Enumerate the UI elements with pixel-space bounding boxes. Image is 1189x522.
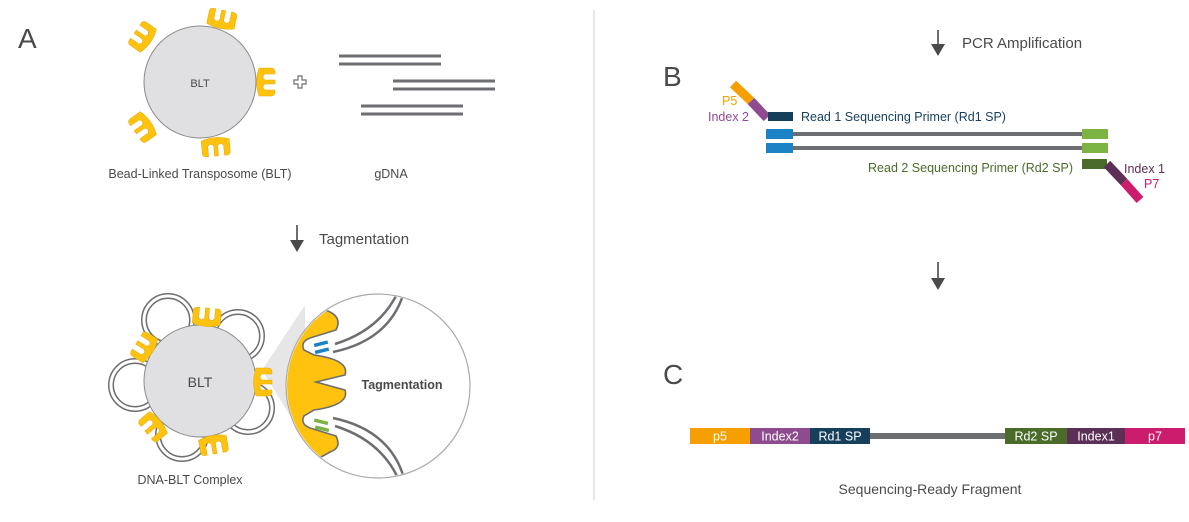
pcr-arrow-icon xyxy=(931,30,945,56)
p5-label: P5 xyxy=(722,94,737,108)
sequencing-ready-fragment: p5 Index2 Rd1 SP Rd2 SP Index1 p7 xyxy=(690,428,1185,444)
p5-segment xyxy=(729,80,755,105)
fragment-segment-insert xyxy=(870,433,1005,439)
fragment-segment-p5 xyxy=(690,428,750,444)
fragment-label-rd1-sp: Rd1 SP xyxy=(818,430,861,444)
dna-blt-complex: BLT xyxy=(108,293,275,462)
tagmentation-zoom-view: Tagmentation xyxy=(285,293,471,479)
fragment-segment-p7 xyxy=(1125,428,1185,444)
fragment-caption: Sequencing-Ready Fragment xyxy=(839,481,1022,497)
index1-p7-adapter xyxy=(1103,160,1144,203)
fragment-segment-rd1-sp xyxy=(810,428,870,444)
fragment-label-index2: Index2 xyxy=(761,430,799,444)
complex-blt-label: BLT xyxy=(188,374,213,390)
panel-b-letter: B xyxy=(663,61,682,92)
fragment-label-p7: p7 xyxy=(1148,430,1162,444)
blt-label: BLT xyxy=(190,78,210,90)
bead-circle xyxy=(143,25,257,139)
plus-icon xyxy=(293,75,307,89)
rd2-label: Read 2 Sequencing Primer (Rd2 SP) xyxy=(868,161,1073,175)
index1-segment xyxy=(1103,160,1128,186)
panel-c-letter: C xyxy=(663,359,683,390)
rd1-primer-bar xyxy=(768,112,793,121)
gdna-caption: gDNA xyxy=(374,167,408,181)
blt-caption: Bead-Linked Transposome (BLT) xyxy=(108,167,291,181)
fragment-segment-rd2-sp xyxy=(1005,428,1067,444)
p5-index2-adapter xyxy=(729,80,771,122)
zoom-tagmentation-label: Tagmentation xyxy=(361,378,442,392)
adapter-green xyxy=(313,418,330,433)
down-arrow-icon xyxy=(290,225,304,252)
fragment-segment-index1 xyxy=(1067,428,1125,444)
fragment-label-rd2-sp: Rd2 SP xyxy=(1014,430,1057,444)
adapter-blue xyxy=(313,340,330,355)
gdna-fragments xyxy=(339,54,495,116)
dna-strands xyxy=(332,295,406,477)
rd1-label: Read 1 Sequencing Primer (Rd1 SP) xyxy=(801,110,1006,124)
tagmentation-step-label: Tagmentation xyxy=(319,231,409,248)
bead-linked-transposome: BLT xyxy=(126,7,276,158)
rd2-primer-bar xyxy=(1082,159,1107,169)
down-arrow-icon xyxy=(931,262,945,290)
amplified-duplex xyxy=(766,129,1108,153)
p7-label: P7 xyxy=(1144,177,1159,191)
fragment-segment-index2 xyxy=(750,428,810,444)
fragment-label-p5: p5 xyxy=(713,430,727,444)
fragment-label-index1: Index1 xyxy=(1077,430,1115,444)
index2-label: Index 2 xyxy=(708,110,749,124)
panel-a-letter: A xyxy=(18,23,37,54)
pcr-step-label: PCR Amplification xyxy=(962,35,1082,52)
p7-segment xyxy=(1120,179,1144,203)
complex-caption: DNA-BLT Complex xyxy=(137,473,243,487)
index2-segment xyxy=(747,97,771,122)
index1-label: Index 1 xyxy=(1124,162,1165,176)
